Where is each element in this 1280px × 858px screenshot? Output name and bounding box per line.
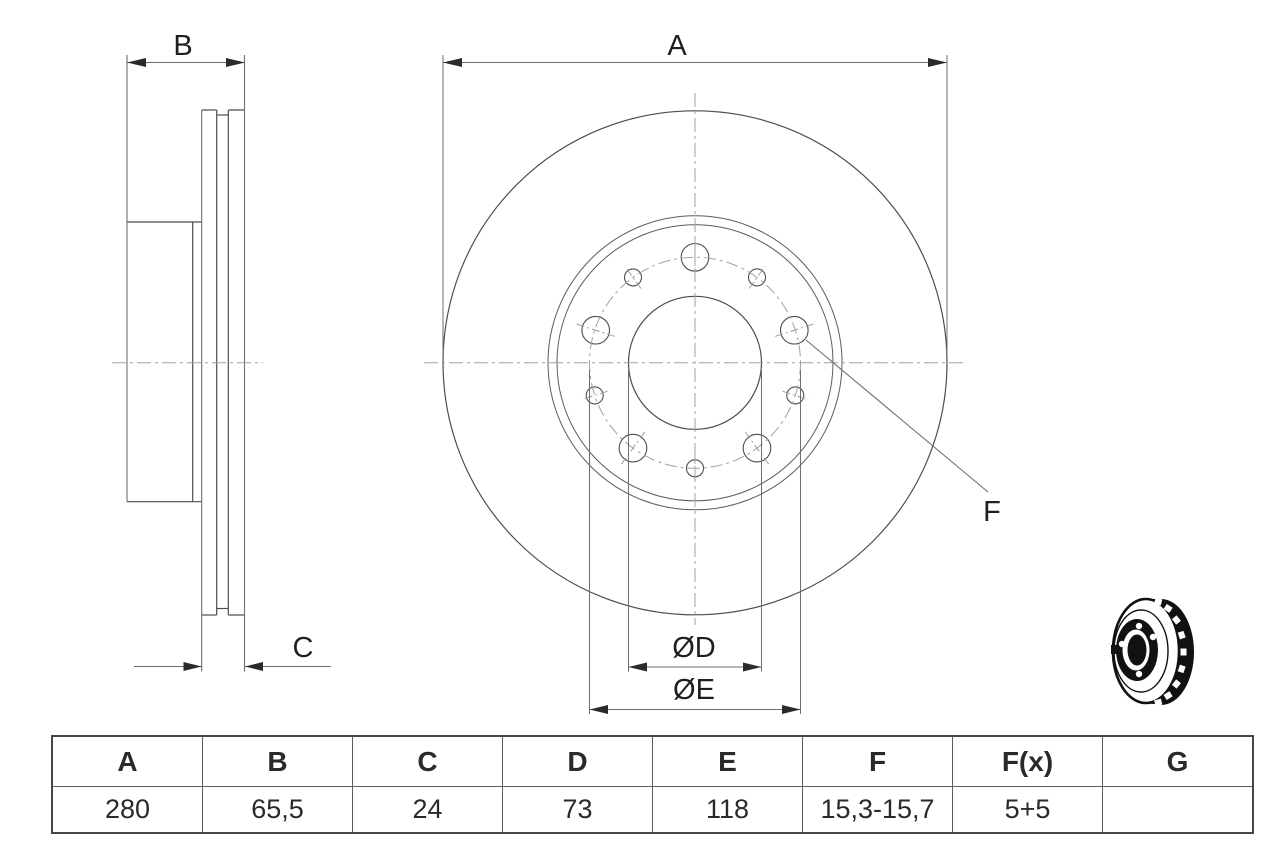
front-view-centerlines [424, 93, 966, 625]
dimension-a: A [442, 30, 948, 352]
side-view [127, 109, 245, 616]
arrowhead-left-icon [245, 662, 263, 671]
header-cell-d: D [502, 735, 653, 787]
header-cell-g: G [1102, 735, 1254, 787]
arrowhead-right-icon [743, 662, 762, 672]
dimension-d: ØD [628, 370, 762, 672]
arrowhead-left-icon [127, 58, 146, 67]
arrowhead-right-icon [183, 662, 202, 671]
value-cell-c: 24 [352, 786, 503, 834]
value-cell-a: 280 [51, 786, 203, 834]
vent-slots [1154, 597, 1187, 707]
arrowhead-left-icon [628, 662, 647, 672]
value-cell-fx: 5+5 [952, 786, 1103, 834]
dimension-table: A B C D E F F(x) G 280 65,5 24 73 118 15… [51, 735, 1254, 834]
dimension-b: B [127, 30, 245, 67]
arrowhead-left-icon [589, 705, 608, 714]
label-c: C [293, 632, 314, 664]
hole-radial-ticks [576, 237, 814, 482]
header-cell-a: A [51, 735, 203, 787]
header-cell-e: E [652, 735, 803, 787]
arrowhead-right-icon [928, 58, 947, 67]
brake-disc-3d-icon [1111, 597, 1194, 707]
header-cell-b: B [202, 735, 353, 787]
arrowhead-right-icon [226, 58, 245, 67]
dimension-table-value-row: 280 65,5 24 73 118 15,3-15,7 5+5 [51, 786, 1254, 834]
header-cell-c: C [352, 735, 503, 787]
value-cell-b: 65,5 [202, 786, 353, 834]
value-cell-f: 15,3-15,7 [802, 786, 953, 834]
header-cell-fx: F(x) [952, 735, 1103, 787]
label-d: ØD [672, 632, 716, 664]
label-f: F [983, 496, 1001, 528]
dimension-e: ØE [589, 370, 801, 714]
dimension-table-header-row: A B C D E F F(x) G [51, 735, 1254, 787]
header-cell-f: F [802, 735, 953, 787]
value-cell-g [1102, 786, 1254, 834]
label-a: A [667, 30, 687, 62]
label-b: B [173, 30, 192, 62]
dimension-c: C [134, 632, 331, 671]
label-e: ØE [673, 674, 715, 706]
arrowhead-left-icon [443, 58, 462, 67]
arrowhead-right-icon [782, 705, 801, 714]
leader-f: F [805, 339, 1001, 528]
value-cell-e: 118 [652, 786, 803, 834]
value-cell-d: 73 [502, 786, 653, 834]
bolt-circle-centerline [589, 256, 801, 469]
